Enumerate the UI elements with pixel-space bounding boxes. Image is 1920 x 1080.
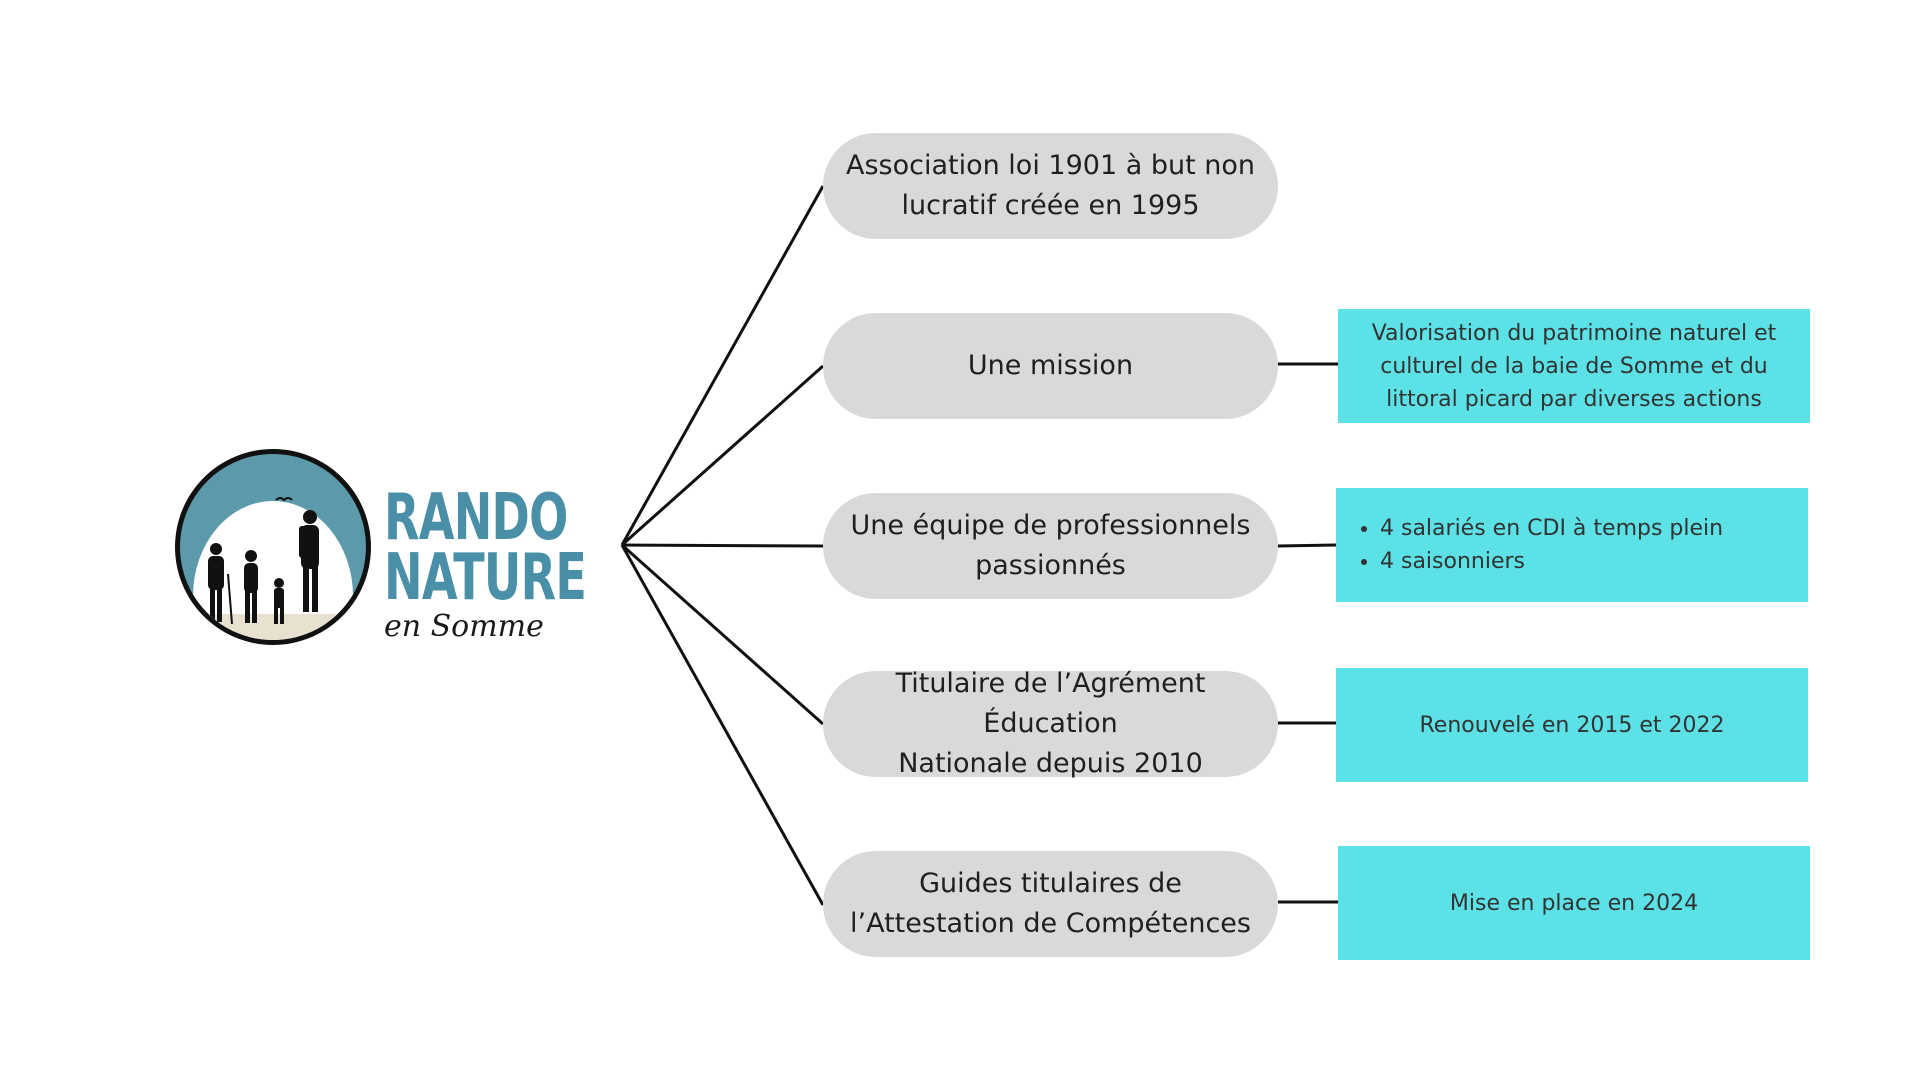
detail-connector-3 [1277, 543, 1337, 548]
pill-association: Association loi 1901 à but non lucratif … [823, 133, 1278, 239]
logo: RANDO NATURE en Somme [172, 446, 612, 656]
pill-guides: Guides titulaires de l’Attestation de Co… [823, 851, 1278, 957]
logo-subline: en Somme [384, 609, 544, 644]
detail-guides: Mise en place en 2024 [1338, 846, 1810, 960]
pill-agrement: Titulaire de l’Agrément Éducation Nation… [823, 668, 1278, 779]
detail-team: 4 salariés en CDI à temps plein 4 saison… [1336, 488, 1808, 602]
hiking-family-emblem [175, 449, 371, 645]
team-list: 4 salariés en CDI à temps plein 4 saison… [1358, 512, 1723, 578]
list-item: 4 salariés en CDI à temps plein [1380, 512, 1723, 545]
connector-1 [620, 185, 825, 546]
connector-3 [621, 543, 824, 548]
connector-4 [621, 543, 824, 726]
pill-mission: Une mission [823, 313, 1278, 419]
logo-word-rando: RANDO [384, 481, 568, 555]
connector-5 [620, 544, 825, 906]
connector-2 [621, 364, 824, 547]
detail-agrement: Renouvelé en 2015 et 2022 [1336, 668, 1808, 782]
detail-mission: Valorisation du patrimoine naturel et cu… [1338, 309, 1810, 423]
pill-team: Une équipe de professionnels passionnés [823, 493, 1278, 599]
list-item: 4 saisonniers [1380, 545, 1723, 578]
logo-word-nature: NATURE [384, 541, 587, 615]
